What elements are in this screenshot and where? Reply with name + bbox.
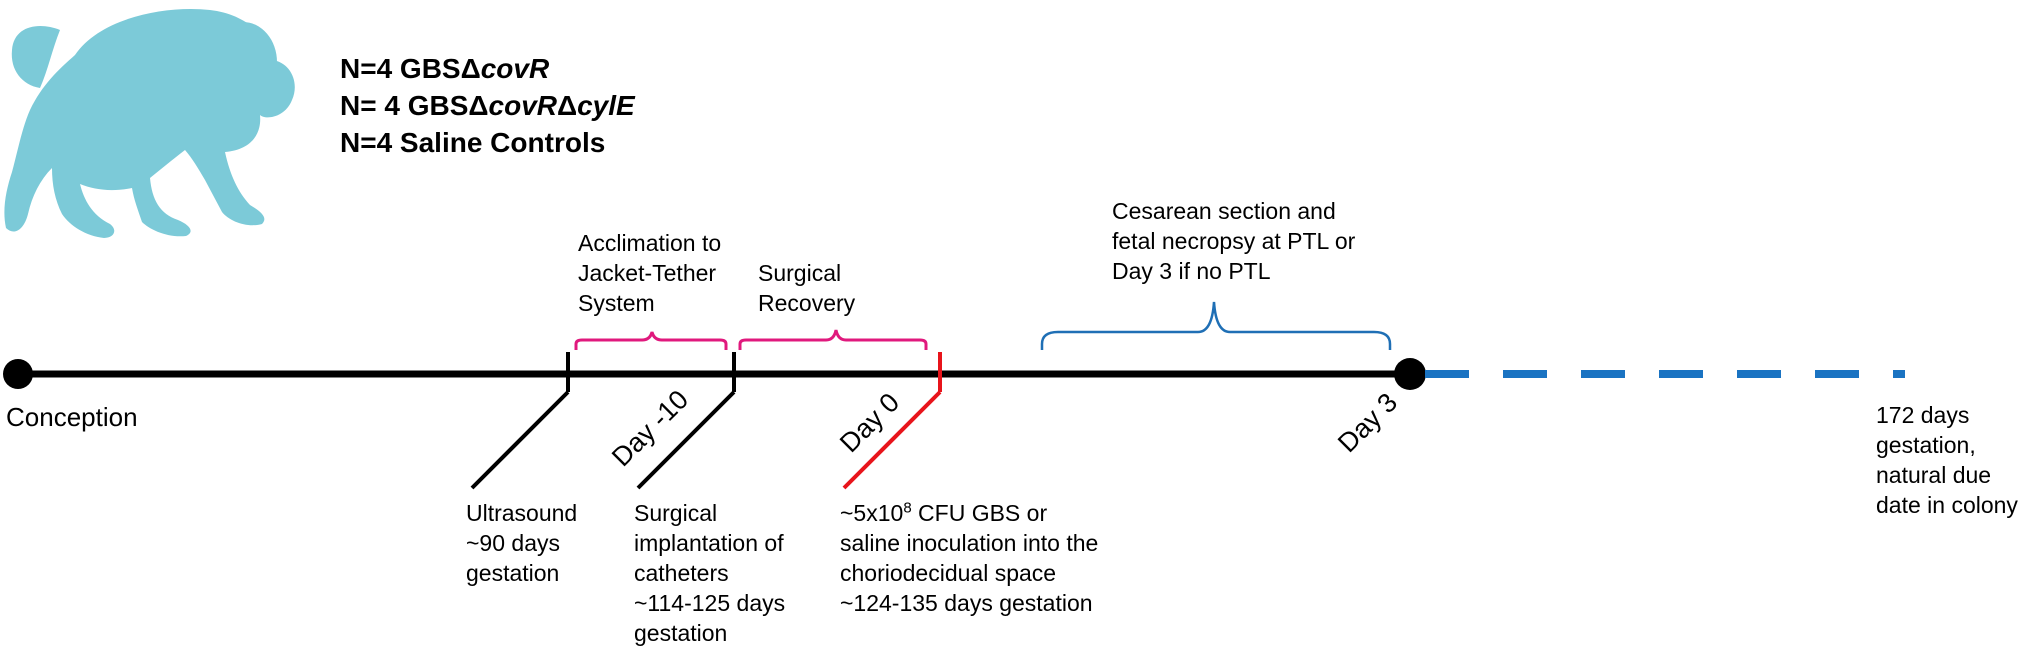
cesarean-bracket bbox=[1040, 301, 1392, 350]
recovery-bracket bbox=[738, 329, 928, 350]
conception-marker bbox=[3, 359, 33, 389]
group-covr: N=4 GBSΔcovR bbox=[340, 53, 550, 84]
day0-leader bbox=[842, 390, 942, 490]
day-minus10-leader bbox=[636, 390, 736, 490]
day3-marker bbox=[1394, 358, 1426, 390]
monkey-silhouette-icon bbox=[4, 8, 295, 238]
inoculation-label: ~5x108 CFU GBS or saline inoculation int… bbox=[840, 499, 1099, 616]
group-saline: N=4 Saline Controls bbox=[340, 127, 606, 158]
conception-label: Conception bbox=[6, 402, 138, 432]
group-covr-cyle: N= 4 GBSΔcovRΔcylE bbox=[340, 90, 635, 121]
group-list: N=4 GBSΔcovR N= 4 GBSΔcovRΔcylE N=4 Sali… bbox=[340, 50, 635, 161]
ultrasound-leader bbox=[470, 390, 570, 490]
acclimation-bracket bbox=[574, 331, 728, 350]
